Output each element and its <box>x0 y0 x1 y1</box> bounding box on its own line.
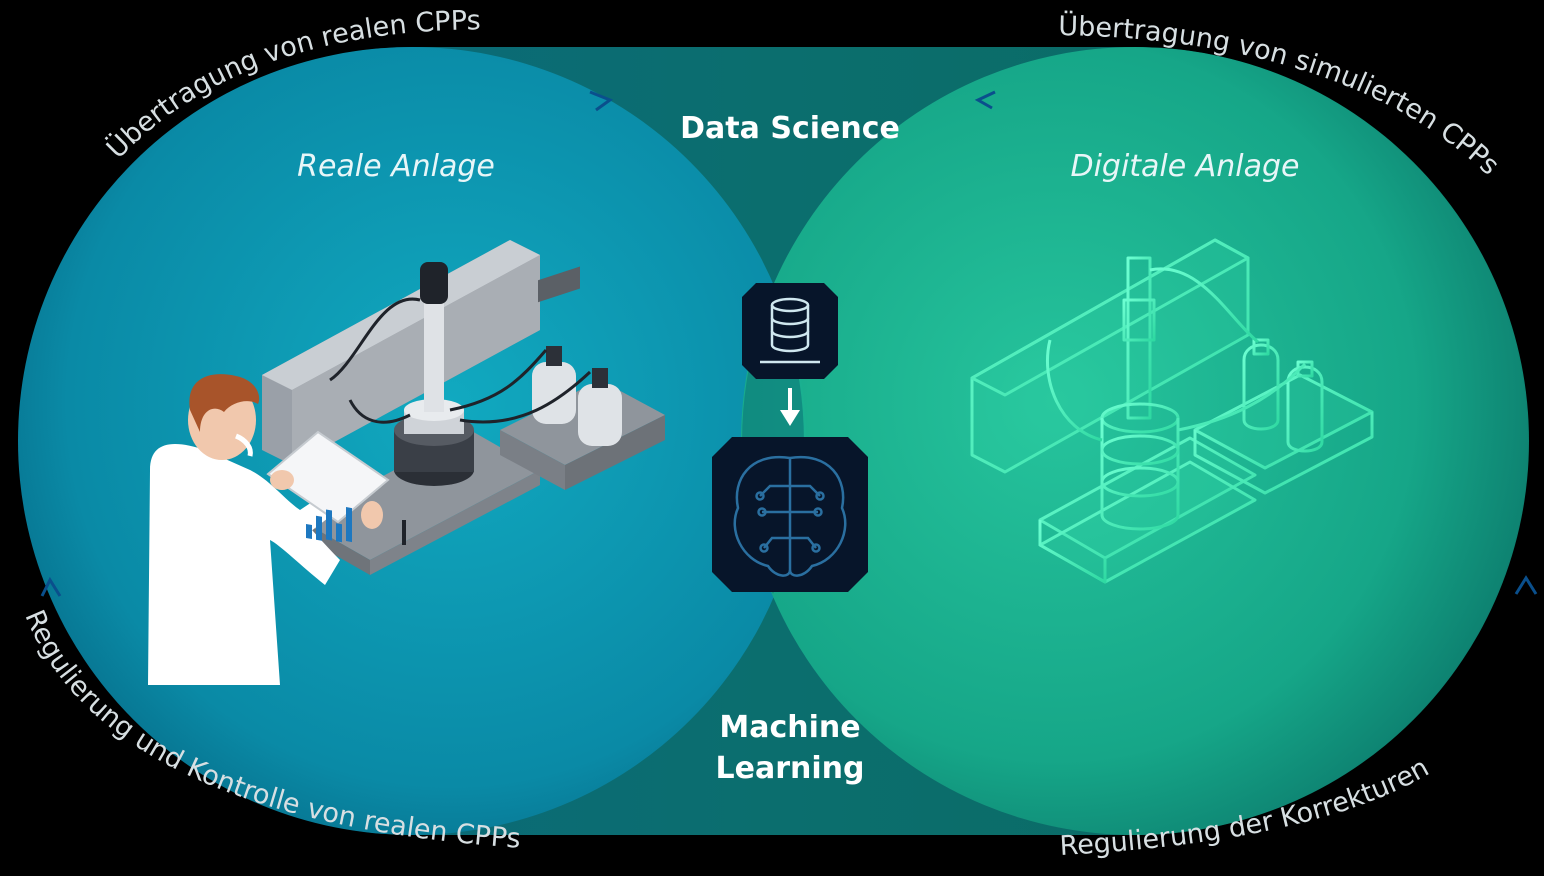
digital-plant-title: Digitale Anlage <box>1070 149 1299 184</box>
real-plant-title: Reale Anlage <box>297 149 495 184</box>
brain-circuit-icon <box>712 437 868 592</box>
machine-learning-label-line2: Learning <box>716 751 865 786</box>
arrow-down-icon <box>780 388 800 426</box>
scientist-illustration <box>148 374 390 685</box>
machine-learning-label-line1: Machine <box>719 710 860 745</box>
data-science-label: Data Science <box>680 111 900 146</box>
database-icon <box>742 283 838 379</box>
lab-reactor-illustration <box>262 240 665 575</box>
digital-twin-illustration <box>970 238 1374 584</box>
digital-plant-circle <box>741 47 1529 835</box>
cycle-arrowheads <box>40 90 1538 597</box>
